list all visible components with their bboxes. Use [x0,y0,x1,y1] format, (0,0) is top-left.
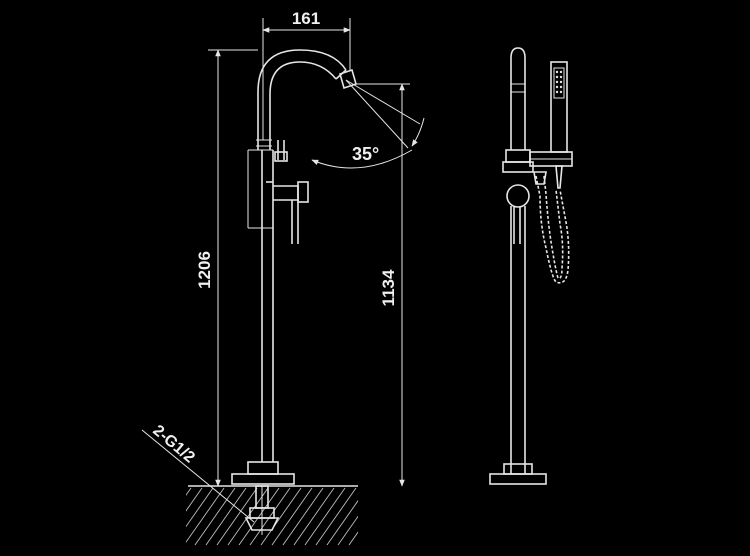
nozzle-dot [559,80,563,84]
nozzle-dot [555,85,559,89]
hatch-line [304,487,346,546]
front-view: 161 35° 1206 1134 2-G1/2 [140,9,425,546]
lever-handle [266,140,309,244]
dimension-label-spout-height: 1134 [379,269,398,306]
dimension-label-inlet: 2-G1/2 [149,422,197,467]
dimension-1134: 1134 [356,83,410,487]
dimension-inlet: 2-G1/2 [141,422,255,523]
nozzle-dot [555,90,559,94]
hatch-line [186,487,192,496]
shower-bracket [529,151,573,167]
hatch-line [260,487,302,546]
nozzle-dot [559,90,563,94]
hatch-line [293,487,335,546]
nozzle-dot [559,85,563,89]
hatch-line [315,487,357,546]
dimension-angle: 35° [311,79,425,169]
dimension-label-height: 1206 [195,251,214,289]
nozzle-dot [559,70,563,74]
hatch-line [186,487,225,543]
spout-side [510,47,526,150]
nozzle-dot [555,80,559,84]
hatch-line [186,487,203,512]
hatch-line [337,515,358,546]
pillar [247,149,274,462]
hatch-line [205,487,247,546]
inlet-connector [244,485,280,535]
hatch-line [282,487,324,546]
pillar-side [489,149,547,485]
hatch-line [348,531,358,546]
hatch-line [238,487,280,546]
hand-shower [550,61,568,189]
side-view [489,47,573,485]
shower-hose [533,171,570,284]
base-flange [231,461,295,485]
nozzle-dot [559,75,563,79]
hatch-line [186,487,214,528]
dimension-label-reach: 161 [292,9,320,28]
dimension-label-angle: 35° [352,144,379,164]
hatch-line [194,487,236,546]
hatch-line [271,487,313,546]
floor-section [140,485,358,546]
nozzle-dot [555,70,559,74]
dimension-161: 161 [262,9,351,140]
hatch-line [326,500,358,546]
hatch-line [249,487,291,546]
hatch-line [140,488,180,545]
nozzle-dot [555,75,559,79]
dimension-1206: 1206 [195,49,258,487]
spout [256,49,357,150]
hatch-line [216,487,258,546]
